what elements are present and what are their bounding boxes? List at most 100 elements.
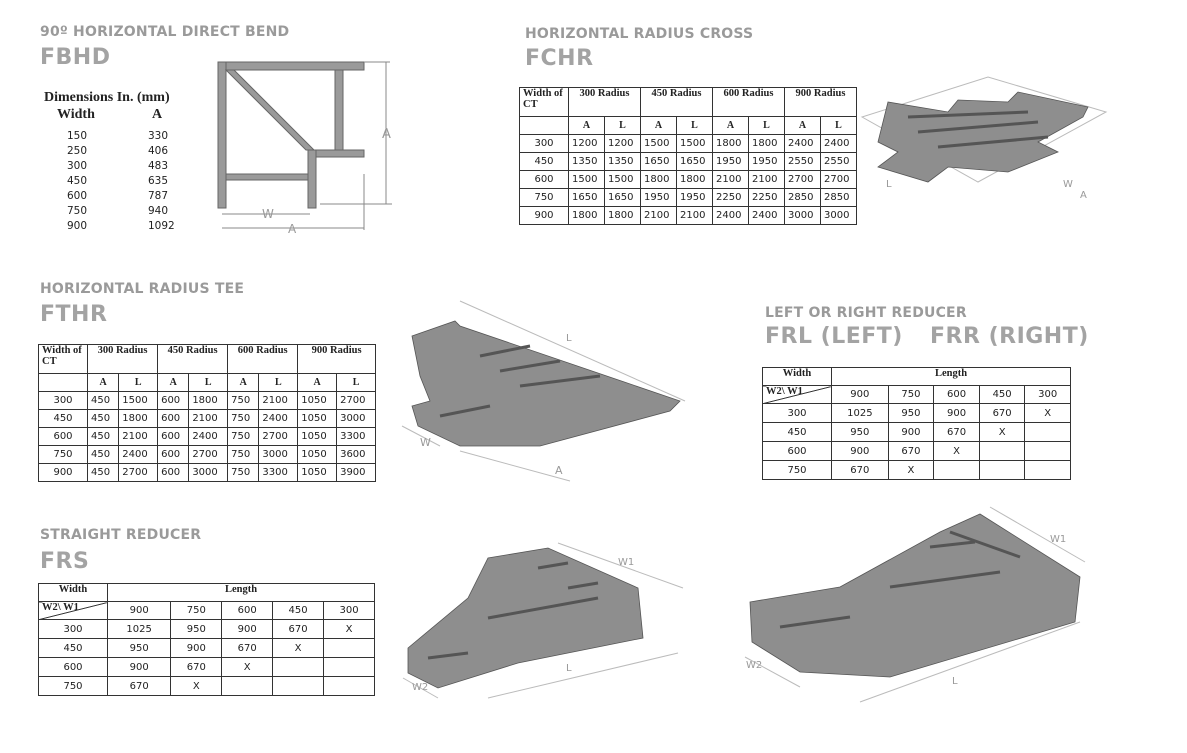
subcol-header: A — [227, 373, 260, 392]
radius-group-header: 900 Radius — [297, 344, 376, 374]
value-cell: 450 — [86, 445, 120, 464]
fbhd-width-value: 250 — [67, 145, 88, 157]
value-cell: 1800 — [640, 170, 677, 189]
value-cell: 2100 — [258, 391, 299, 410]
value-cell: 1500 — [676, 134, 713, 153]
w2-w1-corner: W2\ W1 — [38, 601, 108, 620]
value-cell: 1200 — [568, 134, 605, 153]
value-cell: 2400 — [118, 445, 159, 464]
fthr-l-label: L — [566, 333, 572, 344]
value-cell: 2850 — [784, 188, 821, 207]
frl-code-left: FRL (LEFT) — [765, 324, 903, 349]
width-header: Width of CT — [519, 87, 569, 117]
radius-group-header: 450 Radius — [640, 87, 713, 117]
length-cell: 670 — [831, 460, 889, 480]
value-cell: 750 — [227, 463, 260, 482]
value-cell: 2400 — [748, 206, 785, 225]
w1-value: 750 — [170, 601, 223, 620]
fthr-code: FTHR — [40, 302, 108, 327]
subcol-header: L — [676, 116, 713, 135]
fbhd-width-value: 300 — [67, 160, 88, 172]
length-cell: 950 — [170, 619, 223, 639]
value-cell: 1800 — [748, 134, 785, 153]
fbhd-col-a: A — [152, 107, 163, 122]
width-cell: 600 — [38, 427, 88, 446]
length-cell — [221, 676, 274, 696]
value-cell: 1200 — [604, 134, 641, 153]
frs-subtitle: STRAIGHT REDUCER — [40, 527, 202, 543]
value-cell: 600 — [157, 445, 190, 464]
subcol-header: L — [188, 373, 229, 392]
value-cell: 2550 — [820, 152, 857, 171]
value-cell: 1950 — [640, 188, 677, 207]
w1-value: 900 — [106, 601, 172, 620]
w2-cell: 750 — [38, 676, 108, 696]
frl-w2-label: W2 — [746, 660, 762, 671]
length-cell: 950 — [831, 422, 889, 442]
radius-group-header: 900 Radius — [784, 87, 857, 117]
value-cell: 1050 — [297, 445, 338, 464]
fbhd-diagram: W A A — [217, 61, 392, 236]
length-cell: 950 — [887, 403, 935, 423]
value-cell: 1800 — [568, 206, 605, 225]
empty-cell — [519, 116, 569, 135]
length-cell: X — [1024, 403, 1071, 423]
fbhd-width-value: 600 — [67, 190, 88, 202]
length-cell: 900 — [170, 638, 223, 658]
fbhd-a-value: 940 — [148, 205, 169, 217]
fbhd-col-width: Width — [57, 107, 95, 122]
value-cell: 2100 — [712, 170, 749, 189]
value-cell: 2700 — [118, 463, 159, 482]
value-cell: 1350 — [568, 152, 605, 171]
length-cell — [323, 676, 375, 696]
fbhd-a-value: 483 — [148, 160, 169, 172]
length-cell: 670 — [272, 619, 325, 639]
value-cell: 450 — [86, 409, 120, 428]
value-cell: 2100 — [676, 206, 713, 225]
value-cell: 2400 — [712, 206, 749, 225]
subcol-header: A — [86, 373, 120, 392]
subcol-header: L — [118, 373, 159, 392]
w2-cell: 450 — [762, 422, 832, 442]
frl-w1-label: W1 — [1050, 534, 1066, 545]
fbhd-a-value: 1092 — [148, 220, 175, 232]
value-cell: 1350 — [604, 152, 641, 171]
value-cell: 1800 — [676, 170, 713, 189]
value-cell: 750 — [227, 445, 260, 464]
fthr-a-label: A — [555, 464, 563, 477]
frs-code: FRS — [40, 549, 90, 574]
value-cell: 1050 — [297, 463, 338, 482]
value-cell: 2100 — [748, 170, 785, 189]
w1-value: 450 — [272, 601, 325, 620]
length-cell — [978, 441, 1026, 461]
fbhd-dim-title: Dimensions In. (mm) — [44, 90, 170, 105]
length-cell — [272, 676, 325, 696]
length-cell: 900 — [221, 619, 274, 639]
fbhd-subtitle: 90º HORIZONTAL DIRECT BEND — [40, 24, 290, 40]
fchr-a-label: A — [1080, 190, 1087, 201]
w1-value: 900 — [831, 385, 889, 404]
value-cell: 1650 — [676, 152, 713, 171]
length-cell: X — [978, 422, 1026, 442]
w1-value: 450 — [978, 385, 1026, 404]
subcol-header: L — [336, 373, 376, 392]
subcol-header: A — [568, 116, 605, 135]
value-cell: 1050 — [297, 427, 338, 446]
width-cell: 900 — [519, 206, 569, 225]
length-cell — [1024, 441, 1071, 461]
fbhd-width-value: 900 — [67, 220, 88, 232]
subcol-header: A — [712, 116, 749, 135]
value-cell: 1950 — [676, 188, 713, 207]
length-cell — [272, 657, 325, 677]
